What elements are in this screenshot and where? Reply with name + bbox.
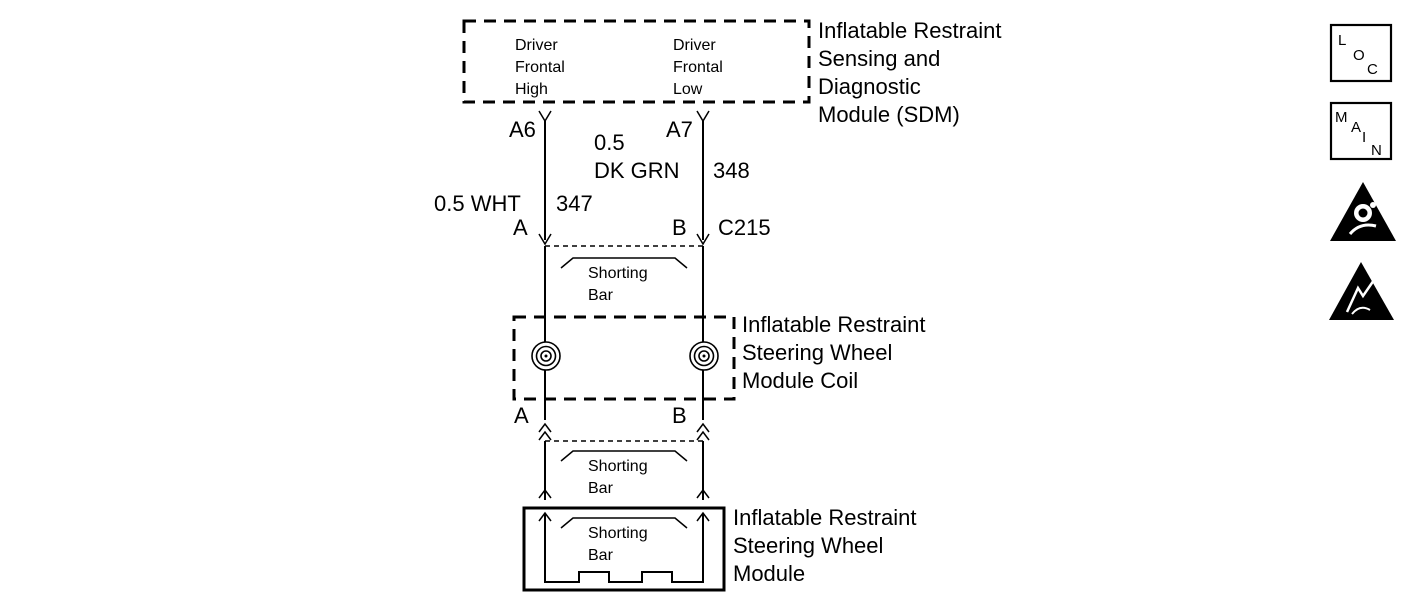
pin-a7-label: A7 bbox=[666, 117, 693, 142]
pin-a6-label: A6 bbox=[509, 117, 536, 142]
shorting-bar-module bbox=[560, 517, 688, 529]
wire-left bbox=[538, 110, 552, 246]
svg-text:I: I bbox=[1362, 129, 1366, 146]
sdm-right-signal: Driver Frontal Low bbox=[673, 37, 727, 98]
shorting-bar-upper bbox=[560, 257, 688, 269]
wire-right bbox=[696, 110, 710, 246]
right-wire-circuit: 348 bbox=[713, 158, 750, 183]
sdm-left-signal: Driver Frontal High bbox=[515, 37, 569, 98]
main-icon[interactable]: M A I N bbox=[1329, 101, 1393, 161]
shorting-bar-lower bbox=[560, 450, 688, 462]
shorting-bar-upper-label: Shorting Bar bbox=[588, 265, 652, 304]
coil-pin-a: A bbox=[514, 403, 529, 428]
svg-text:A: A bbox=[1351, 119, 1361, 136]
svg-text:L: L bbox=[1338, 32, 1346, 49]
coil-right-spiral-icon bbox=[689, 341, 719, 371]
lower-left-arrow bbox=[538, 488, 552, 499]
right-wire-gauge: 0.5 bbox=[594, 130, 625, 155]
shorting-bar-module-label: Shorting Bar bbox=[588, 525, 652, 564]
coil-left-spiral-icon bbox=[531, 341, 561, 371]
left-wire-circuit: 347 bbox=[556, 191, 593, 216]
connector-pin-a: A bbox=[513, 215, 528, 240]
svg-text:C: C bbox=[1367, 61, 1378, 78]
module-internal-wiring bbox=[538, 511, 710, 583]
shorting-bar-lower-label: Shorting Bar bbox=[588, 458, 652, 497]
loc-icon[interactable]: L O C bbox=[1329, 23, 1393, 83]
connector-c215-label: C215 bbox=[718, 215, 771, 240]
airbag-warning-icon[interactable] bbox=[1330, 182, 1396, 241]
lower-right-arrow bbox=[696, 488, 710, 499]
lower-connector-chevrons bbox=[538, 422, 710, 441]
left-wire-label: 0.5 WHT bbox=[434, 191, 521, 216]
connector-pin-b: B bbox=[672, 215, 687, 240]
svg-text:N: N bbox=[1371, 142, 1382, 159]
sdm-title: Inflatable Restraint Sensing and Diagnos… bbox=[818, 18, 1008, 127]
coil-title: Inflatable Restraint Steering Wheel Modu… bbox=[742, 312, 932, 393]
sdm-dashed-box bbox=[462, 19, 811, 104]
coil-pin-b: B bbox=[672, 403, 687, 428]
esd-warning-icon[interactable] bbox=[1329, 262, 1394, 320]
module-title: Inflatable Restraint Steering Wheel Modu… bbox=[733, 505, 923, 586]
right-wire-color: DK GRN bbox=[594, 158, 680, 183]
svg-text:M: M bbox=[1335, 109, 1348, 126]
coil-dashed-box bbox=[512, 315, 736, 401]
module-solid-box bbox=[522, 506, 726, 592]
svg-text:O: O bbox=[1353, 47, 1365, 64]
